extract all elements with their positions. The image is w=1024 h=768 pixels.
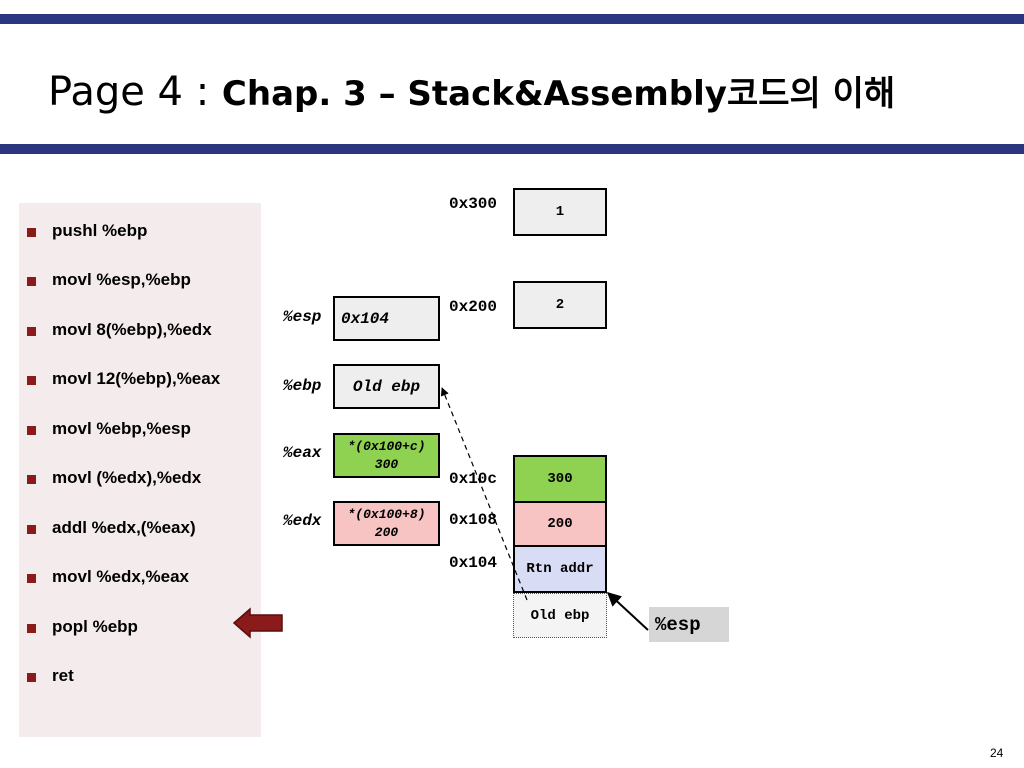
register-eax-expr: *(0x100+c) bbox=[347, 438, 426, 454]
current-instruction-arrow-icon bbox=[232, 607, 283, 639]
register-label-edx: %edx bbox=[283, 512, 322, 530]
register-eax-value: *(0x100+c) 300 bbox=[333, 433, 440, 478]
memory-cell-0x108: 200 bbox=[513, 501, 607, 547]
register-edx-result: 200 bbox=[374, 524, 399, 540]
esp-pointer-arrow bbox=[606, 592, 649, 631]
memory-cell-0x10c: 300 bbox=[513, 455, 607, 503]
page-number: 24 bbox=[990, 746, 1004, 760]
code-line: movl (%edx),%edx bbox=[19, 467, 261, 491]
code-line: movl %edx,%eax bbox=[19, 566, 261, 590]
bullet-icon bbox=[27, 673, 36, 682]
ebp-restore-arrow bbox=[440, 387, 528, 601]
bullet-icon bbox=[27, 574, 36, 583]
register-esp-value: 0x104 bbox=[333, 296, 440, 341]
memory-address-0x108: 0x108 bbox=[449, 511, 498, 529]
esp-pointer-tag: %esp bbox=[649, 607, 729, 642]
page-title-prefix: Page 4 : bbox=[48, 69, 222, 115]
register-edx-value: *(0x100+8) 200 bbox=[333, 501, 440, 546]
code-line: ret bbox=[19, 665, 261, 689]
header-top-bar bbox=[0, 14, 1024, 24]
page-title: Page 4 : Chap. 3 – Stack&Assembly코드의 이해 bbox=[48, 66, 895, 115]
code-line: movl %ebp,%esp bbox=[19, 418, 261, 442]
register-label-ebp: %ebp bbox=[283, 377, 322, 395]
header-bottom-bar bbox=[0, 144, 1024, 154]
assembly-code-panel: pushl %ebp movl %esp,%ebp movl 8(%ebp),%… bbox=[19, 203, 261, 737]
memory-address-0x104: 0x104 bbox=[449, 554, 498, 572]
code-line: movl 8(%ebp),%edx bbox=[19, 319, 261, 343]
memory-address-0x10c: 0x10c bbox=[449, 470, 498, 488]
memory-cell-0x100: Old ebp bbox=[513, 593, 607, 638]
register-label-esp: %esp bbox=[283, 308, 322, 326]
register-eax-result: 300 bbox=[374, 456, 399, 472]
bullet-icon bbox=[27, 327, 36, 336]
memory-cell-0x104: Rtn addr bbox=[513, 545, 607, 593]
register-label-eax: %eax bbox=[283, 444, 322, 462]
bullet-icon bbox=[27, 525, 36, 534]
bullet-icon bbox=[27, 376, 36, 385]
bullet-icon bbox=[27, 228, 36, 237]
memory-cell-0x200: 2 bbox=[513, 281, 607, 329]
bullet-icon bbox=[27, 475, 36, 484]
code-line: pushl %ebp bbox=[19, 220, 261, 244]
bullet-icon bbox=[27, 277, 36, 286]
register-edx-expr: *(0x100+8) bbox=[347, 506, 426, 522]
code-line: movl 12(%ebp),%eax bbox=[19, 368, 261, 392]
code-line-current: popl %ebp bbox=[19, 616, 261, 640]
code-line: addl %edx,(%eax) bbox=[19, 517, 261, 541]
register-ebp-value: Old ebp bbox=[333, 364, 440, 409]
page-title-main: Chap. 3 – Stack&Assembly코드의 이해 bbox=[221, 74, 896, 114]
memory-address-0x300: 0x300 bbox=[449, 195, 498, 213]
bullet-icon bbox=[27, 624, 36, 633]
code-line: movl %esp,%ebp bbox=[19, 269, 261, 293]
bullet-icon bbox=[27, 426, 36, 435]
memory-cell-0x300: 1 bbox=[513, 188, 607, 236]
memory-address-0x200: 0x200 bbox=[449, 298, 498, 316]
